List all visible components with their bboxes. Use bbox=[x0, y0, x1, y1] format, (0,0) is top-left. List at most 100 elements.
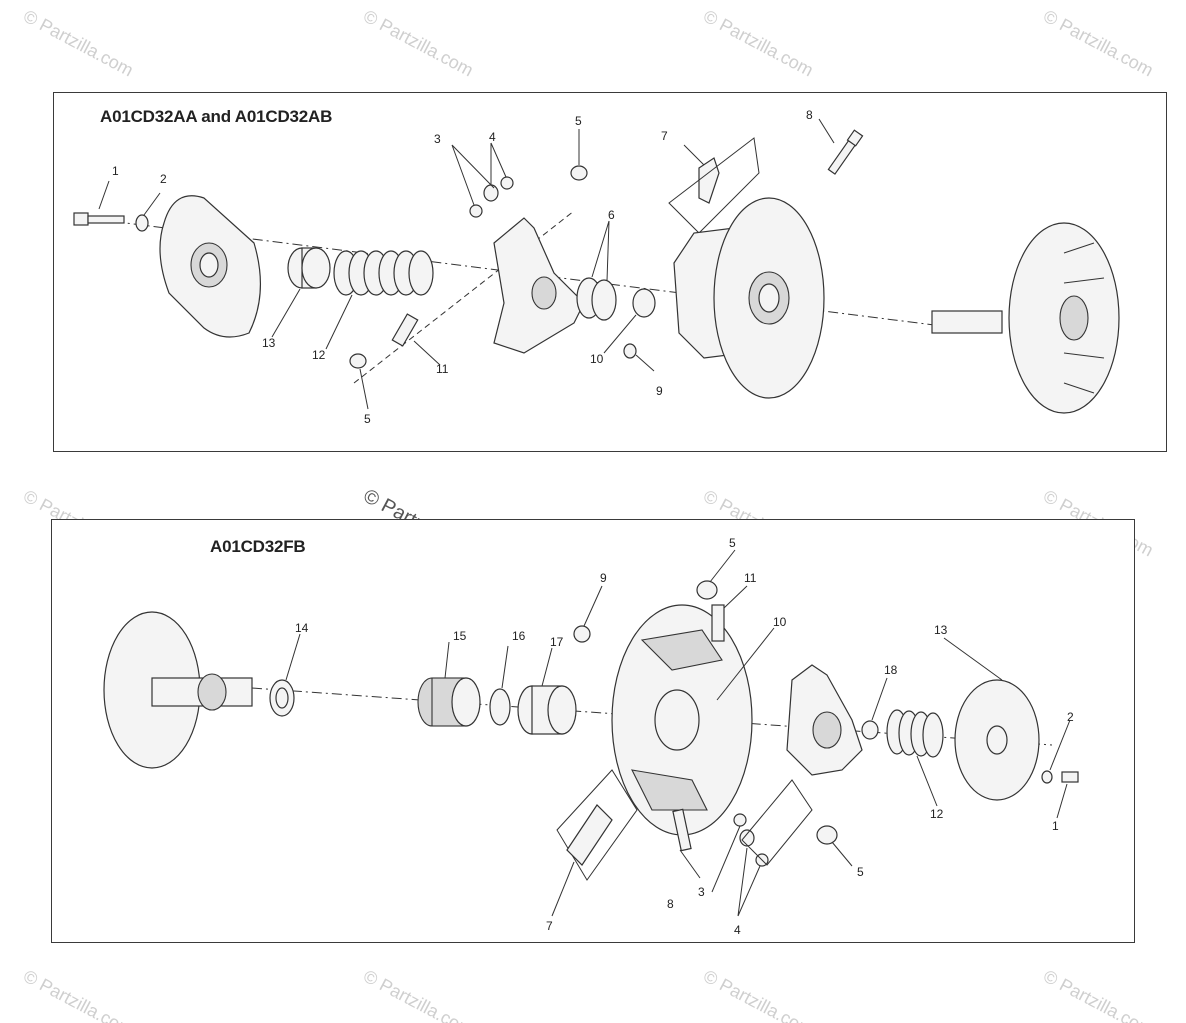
callout-label: 10 bbox=[773, 615, 787, 629]
callout-label: 5 bbox=[729, 536, 736, 550]
pin-part-11 bbox=[711, 604, 725, 642]
leader-line bbox=[325, 294, 353, 350]
callout-label: 18 bbox=[884, 663, 898, 677]
movable-sheave bbox=[673, 197, 825, 399]
callout-label: 7 bbox=[661, 129, 668, 143]
diagram-panel-top: A01CD32AA and A01CD32AB bbox=[53, 92, 1167, 452]
washer-part-2 bbox=[1041, 770, 1053, 784]
leader-line bbox=[871, 677, 888, 721]
diagram-panel-bottom: A01CD32FB bbox=[51, 519, 1135, 943]
spring-part-12 bbox=[333, 250, 434, 296]
bushing-part-10 bbox=[632, 288, 656, 318]
leader-line bbox=[716, 627, 775, 701]
leader-line bbox=[451, 144, 495, 206]
watermark: © Partzilla.com bbox=[1040, 966, 1156, 1023]
fixed-sheave bbox=[931, 222, 1120, 414]
bolt-part-1 bbox=[73, 212, 125, 226]
bolt-part-8 bbox=[672, 808, 692, 852]
cover-plate bbox=[954, 679, 1040, 801]
movable-sheave bbox=[611, 604, 753, 836]
spider-part bbox=[786, 664, 863, 776]
bearing-part-15 bbox=[417, 677, 481, 727]
callout-label: 10 bbox=[590, 352, 604, 366]
nut-part-3 bbox=[733, 813, 747, 827]
callout-label: 17 bbox=[550, 635, 564, 649]
leader-line bbox=[271, 288, 301, 338]
roller-part-4 bbox=[483, 184, 499, 202]
cover-plate bbox=[159, 195, 261, 338]
callout-label: 11 bbox=[436, 362, 449, 376]
callout-label: 9 bbox=[600, 571, 607, 585]
panel-title: A01CD32AA and A01CD32AB bbox=[100, 107, 333, 126]
watermark: © Partzilla.com bbox=[360, 966, 476, 1023]
watermark: © Partzilla.com bbox=[700, 966, 816, 1023]
nut-part-18 bbox=[861, 720, 879, 740]
callout-label: 1 bbox=[112, 164, 119, 178]
leader-line bbox=[551, 861, 575, 917]
spider-part bbox=[493, 217, 585, 354]
leader-line bbox=[591, 220, 610, 282]
callout-label: 9 bbox=[656, 384, 663, 398]
callout-label: 16 bbox=[512, 629, 526, 643]
callout-label: 13 bbox=[934, 623, 948, 637]
weight-outline bbox=[556, 769, 638, 881]
roller-part-4 bbox=[739, 829, 755, 847]
cap-part-5 bbox=[570, 165, 588, 181]
bushing-part-17 bbox=[517, 685, 577, 735]
watermark: © Partzilla.com bbox=[20, 966, 136, 1023]
callout-label: 5 bbox=[364, 412, 371, 426]
leader-line bbox=[501, 645, 509, 689]
callout-label: 5 bbox=[575, 114, 582, 128]
nut-outline bbox=[741, 779, 813, 866]
leader-line bbox=[723, 585, 748, 609]
watermark: © Partzilla.com bbox=[1040, 6, 1156, 81]
exploded-view-bottom: 1 2 3 4 5 5 7 8 9 10 11 12 13 14 15 16 1… bbox=[103, 536, 1079, 937]
leader-line bbox=[98, 180, 110, 210]
leader-line bbox=[709, 549, 736, 583]
panel-title: A01CD32FB bbox=[210, 537, 306, 556]
fixed-sheave bbox=[103, 611, 253, 769]
leader-line bbox=[1049, 719, 1071, 771]
callout-label: 4 bbox=[489, 130, 496, 144]
leader-line bbox=[603, 314, 637, 354]
leader-line bbox=[541, 647, 553, 687]
callout-label: 15 bbox=[453, 629, 467, 643]
callout-label: 14 bbox=[295, 621, 309, 635]
leader-line bbox=[285, 633, 301, 681]
callout-label: 12 bbox=[930, 807, 944, 821]
bolt-part-1 bbox=[1061, 771, 1079, 783]
weight-outline bbox=[668, 137, 760, 234]
callout-label: 4 bbox=[734, 923, 741, 937]
callout-label: 6 bbox=[608, 208, 615, 222]
nut-part-4 bbox=[500, 176, 514, 190]
cap-part-5 bbox=[696, 580, 718, 600]
leader-line bbox=[143, 192, 161, 216]
washer-part-2 bbox=[135, 214, 149, 232]
watermark: © Partzilla.com bbox=[700, 6, 816, 81]
watermark: © Partzilla.com bbox=[20, 6, 136, 81]
weight-part-7 bbox=[698, 157, 720, 204]
spring-part-12 bbox=[886, 709, 944, 758]
cap-part-5 bbox=[816, 825, 838, 845]
leader-line bbox=[818, 118, 835, 144]
leader-line bbox=[831, 841, 853, 867]
leader-line bbox=[943, 637, 1003, 681]
ring-part-16 bbox=[489, 688, 511, 726]
leader-line bbox=[635, 354, 655, 372]
callout-label: 2 bbox=[160, 172, 167, 186]
callout-label: 8 bbox=[667, 897, 674, 911]
callout-label: 1 bbox=[1052, 819, 1059, 833]
leader-line bbox=[916, 755, 938, 807]
nut-part-3 bbox=[469, 204, 483, 218]
callout-label: 5 bbox=[857, 865, 864, 879]
leader-line bbox=[683, 144, 705, 166]
callout-label: 3 bbox=[434, 132, 441, 146]
ring-part-13 bbox=[287, 247, 331, 289]
bolt-part-8 bbox=[827, 129, 864, 175]
screw-part-9 bbox=[623, 343, 637, 359]
callout-label: 13 bbox=[262, 336, 276, 350]
callout-label: 12 bbox=[312, 348, 326, 362]
bushing-part-6 bbox=[591, 279, 617, 321]
leader-line bbox=[583, 585, 603, 627]
watermark: © Partzilla.com bbox=[360, 6, 476, 81]
